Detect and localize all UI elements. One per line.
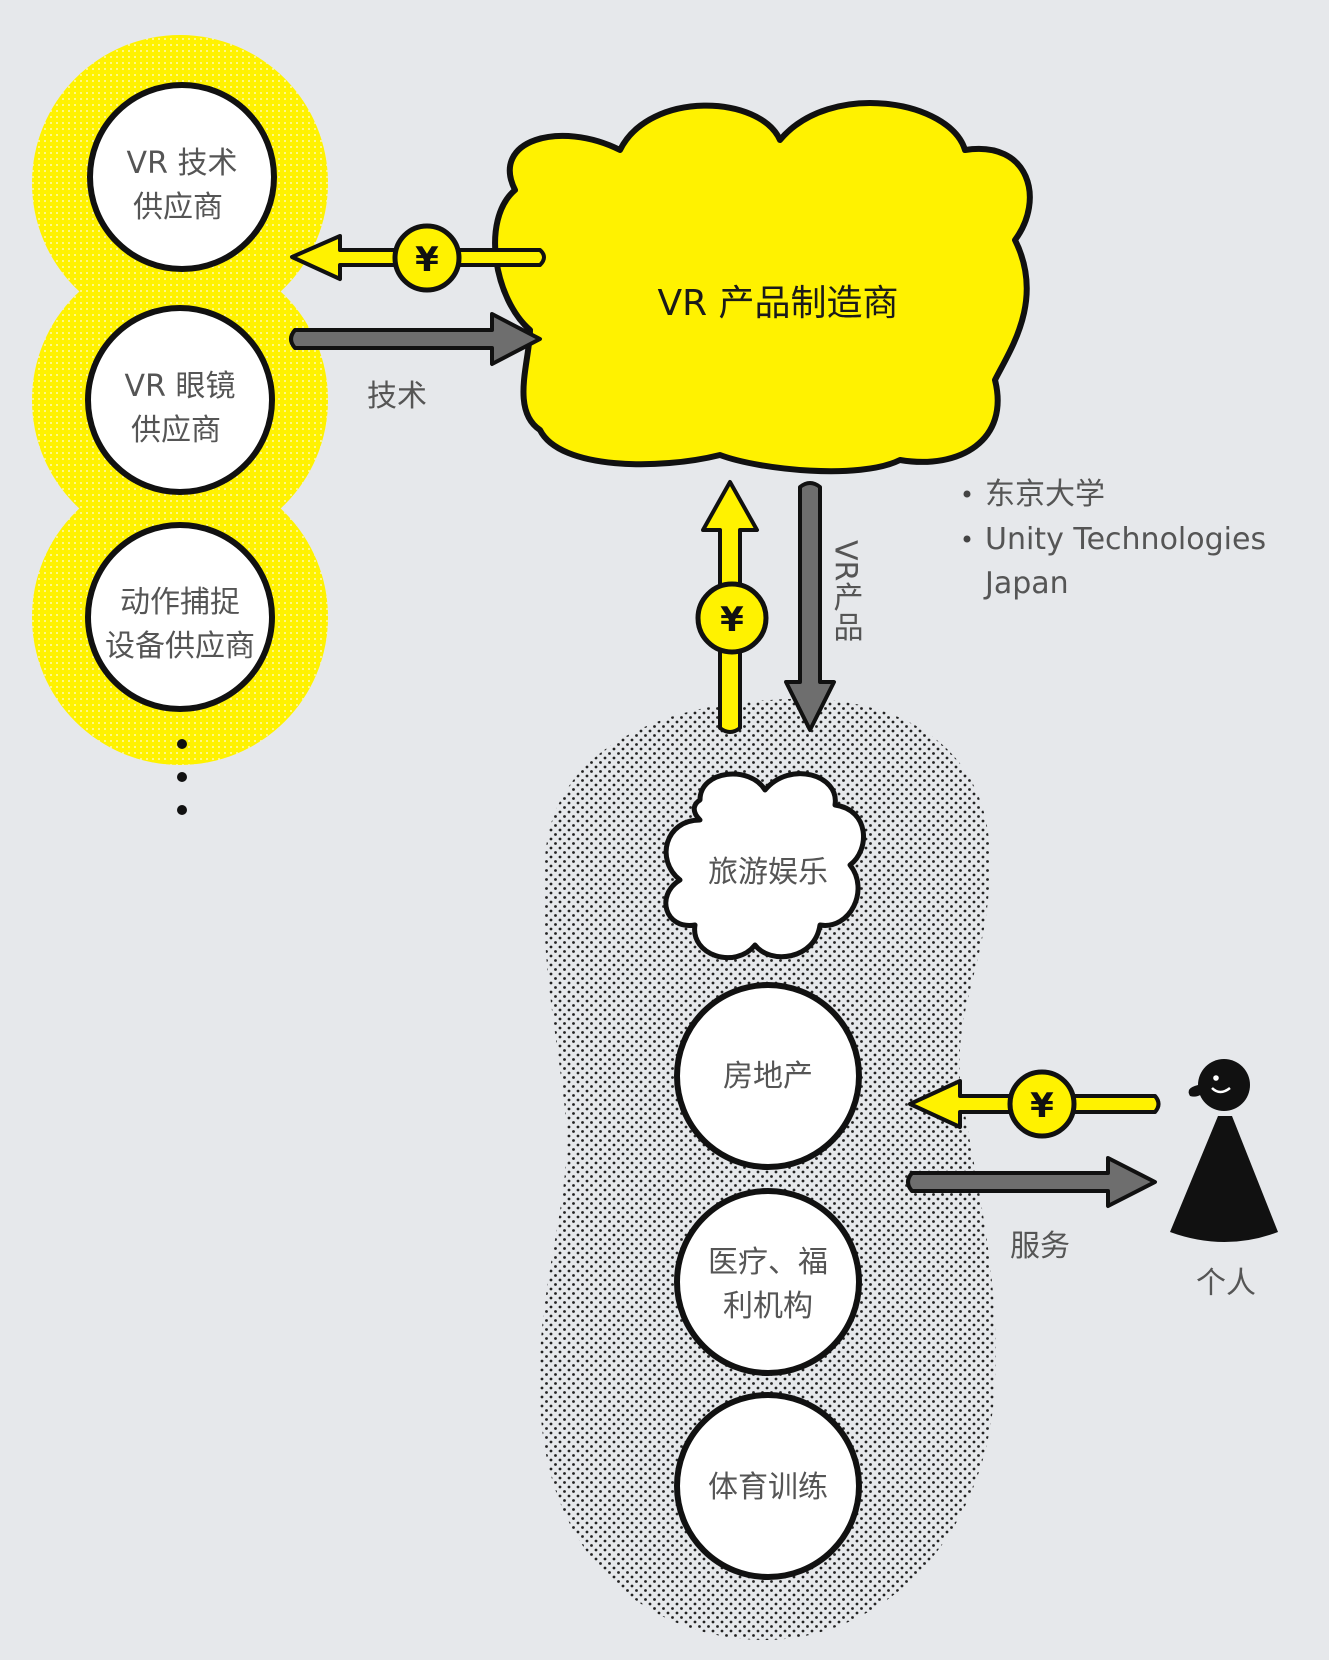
supplier-vr-tech-line2: 供应商 xyxy=(133,190,223,225)
industry-real-estate-label: 房地产 xyxy=(723,1059,813,1094)
vr-product-label: VR产品 xyxy=(828,540,863,642)
manufacturer-examples: 东京大学 Unity Technologies Japan xyxy=(963,477,1266,601)
industry-real-estate: 房地产 xyxy=(674,982,862,1170)
example-item-2: Unity Technologies xyxy=(985,522,1266,557)
supplier-vr-tech: VR 技术 供应商 xyxy=(87,82,277,272)
industry-sports-label: 体育训练 xyxy=(708,1470,828,1505)
service-label: 服务 xyxy=(1010,1229,1070,1264)
industry-medical: 医疗、福 利机构 xyxy=(674,1188,862,1376)
supplier-vr-glasses-line1: VR 眼镜 xyxy=(125,369,236,404)
supplier-motion-capture: 动作捕捉 设备供应商 xyxy=(85,522,275,712)
money-arrow-from-individual: ¥ xyxy=(908,1069,1161,1139)
industry-tourism: 旅游娱乐 xyxy=(663,771,866,961)
person-icon: 个人 xyxy=(1170,1059,1278,1301)
more-suppliers-ellipsis xyxy=(177,739,187,815)
supplier-motion-capture-line2: 设备供应商 xyxy=(105,629,255,664)
service-arrow: 服务 xyxy=(906,1156,1157,1264)
supplier-motion-capture-line1: 动作捕捉 xyxy=(120,585,240,620)
manufacturer-blob: VR 产品制造商 xyxy=(492,100,1033,475)
technology-label: 技术 xyxy=(367,379,427,414)
supplier-vr-tech-line1: VR 技术 xyxy=(127,146,238,181)
money-arrow-to-suppliers: ¥ xyxy=(290,223,546,293)
individual-label: 个人 xyxy=(1196,1266,1256,1301)
example-item-3: Japan xyxy=(983,566,1069,601)
yen-icon-industry: ¥ xyxy=(720,600,744,640)
industry-tourism-label: 旅游娱乐 xyxy=(708,855,828,890)
supplier-vr-glasses-line2: 供应商 xyxy=(131,413,221,448)
example-item-1: 东京大学 xyxy=(985,477,1105,512)
technology-arrow: 技术 xyxy=(289,312,542,414)
industry-medical-line1: 医疗、福 xyxy=(708,1245,828,1280)
yen-icon-supplier: ¥ xyxy=(415,240,439,280)
industry-sports: 体育训练 xyxy=(674,1392,862,1580)
money-arrow-to-manufacturer: ¥ xyxy=(695,480,769,734)
vr-product-arrow: VR产品 xyxy=(784,481,863,732)
industry-medical-line2: 利机构 xyxy=(723,1289,813,1324)
manufacturer-label: VR 产品制造商 xyxy=(657,283,898,324)
yen-icon-individual: ¥ xyxy=(1030,1086,1054,1126)
supplier-vr-glasses: VR 眼镜 供应商 xyxy=(85,305,275,495)
